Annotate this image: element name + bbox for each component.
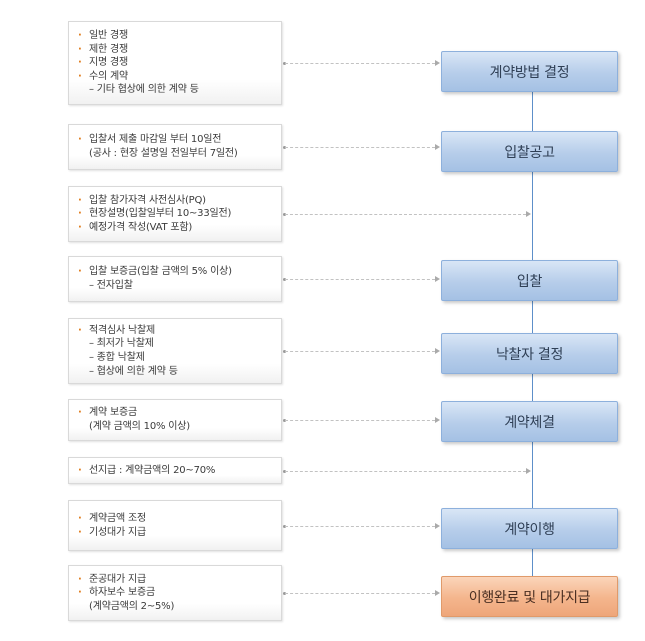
note-line: 현장설명(입찰일부터 10~33일전) (78, 207, 277, 221)
stage-box: 입찰공고 (441, 131, 618, 172)
connector-line (285, 279, 435, 280)
note-box-9: 준공대가 지급하자보수 보증금(계약금액의 2~5%) (68, 565, 282, 621)
arrow-head-icon (435, 348, 440, 354)
note-box-4: 입찰 보증금(입찰 금액의 5% 이상)– 전자입찰 (68, 256, 282, 302)
note-line: (계약금액의 2~5%) (89, 600, 175, 612)
note-line: – 기타 협상에 의한 계약 등 (89, 84, 199, 96)
note-box-5: 적격심사 낙찰제– 최저가 낙찰제 – 종합 낙찰제 – 협상에 의한 계약 등 (68, 318, 282, 384)
note-box-7: 선지급 : 계약금액의 20~70% (68, 457, 282, 484)
note-box-1: 일반 경쟁제한 경쟁지명 경쟁수의 계약– 기타 협상에 의한 계약 등 (68, 21, 282, 105)
note-line: 적격심사 낙찰제 (78, 324, 277, 338)
note-line: 선지급 : 계약금액의 20~70% (78, 464, 277, 478)
note-line: 입찰 참가자격 사전심사(PQ) (78, 194, 277, 208)
connector-dot (283, 525, 286, 528)
connector-line (285, 214, 526, 215)
connector-line (285, 420, 435, 421)
final-stage-box: 이행완료 및 대가지급 (441, 576, 618, 617)
note-line: 하자보수 보증금 (78, 586, 277, 600)
connector-line (285, 526, 435, 527)
note-line: 계약금액 조정 (78, 512, 277, 526)
note-box-6: 계약 보증금(계약 금액의 10% 이상) (68, 399, 282, 441)
note-line: 기성대가 지급 (78, 526, 277, 540)
note-line: – 전자입찰 (89, 280, 133, 291)
arrow-head-icon (435, 144, 440, 150)
arrow-head-icon (435, 60, 440, 66)
stage-box: 낙찰자 결정 (441, 333, 618, 374)
connector-dot (283, 146, 286, 149)
note-line: – 최저가 낙찰제 (89, 338, 154, 350)
connector-line (285, 593, 435, 594)
note-line: (공사 : 현장 설명일 전일부터 7일전) (89, 148, 238, 159)
connector-dot (283, 62, 286, 65)
connector-line (285, 63, 435, 64)
arrow-head-icon (435, 523, 440, 529)
note-box-3: 입찰 참가자격 사전심사(PQ)현장설명(입찰일부터 10~33일전)예정가격 … (68, 186, 282, 242)
note-line: – 협상에 의한 계약 등 (89, 365, 178, 377)
connector-dot (283, 470, 286, 473)
note-line: 예정가격 작성(VAT 포함) (78, 221, 277, 235)
process-spine-line (532, 72, 533, 592)
note-line: 준공대가 지급 (78, 573, 277, 587)
note-line: 입찰 보증금(입찰 금액의 5% 이상) (78, 265, 277, 279)
note-line: 일반 경쟁 (78, 29, 277, 43)
connector-line (285, 351, 435, 352)
connector-dot (283, 592, 286, 595)
note-line: 계약 보증금 (78, 406, 277, 420)
arrow-head-icon (526, 468, 531, 474)
connector-dot (283, 419, 286, 422)
note-box-2: 입찰서 제출 마감일 부터 10일전(공사 : 현장 설명일 전일부터 7일전) (68, 124, 282, 170)
arrow-head-icon (435, 417, 440, 423)
arrow-head-icon (435, 590, 440, 596)
note-line: – 종합 낙찰제 (89, 352, 145, 363)
note-line: (계약 금액의 10% 이상) (89, 421, 190, 432)
stage-box: 입찰 (441, 260, 618, 301)
arrow-head-icon (526, 211, 531, 217)
note-line: 제한 경쟁 (78, 43, 277, 57)
note-box-8: 계약금액 조정기성대가 지급 (68, 500, 282, 551)
connector-dot (283, 213, 286, 216)
connector-line (285, 471, 526, 472)
stage-box: 계약이행 (441, 508, 618, 549)
connector-dot (283, 350, 286, 353)
stage-box: 계약체결 (441, 401, 618, 442)
note-line: 수의 계약 (78, 70, 277, 84)
connector-dot (283, 278, 286, 281)
note-line: 지명 경쟁 (78, 56, 277, 70)
connector-line (285, 147, 435, 148)
note-line: 입찰서 제출 마감일 부터 10일전 (78, 133, 277, 147)
stage-box: 계약방법 결정 (441, 51, 618, 92)
arrow-head-icon (435, 276, 440, 282)
